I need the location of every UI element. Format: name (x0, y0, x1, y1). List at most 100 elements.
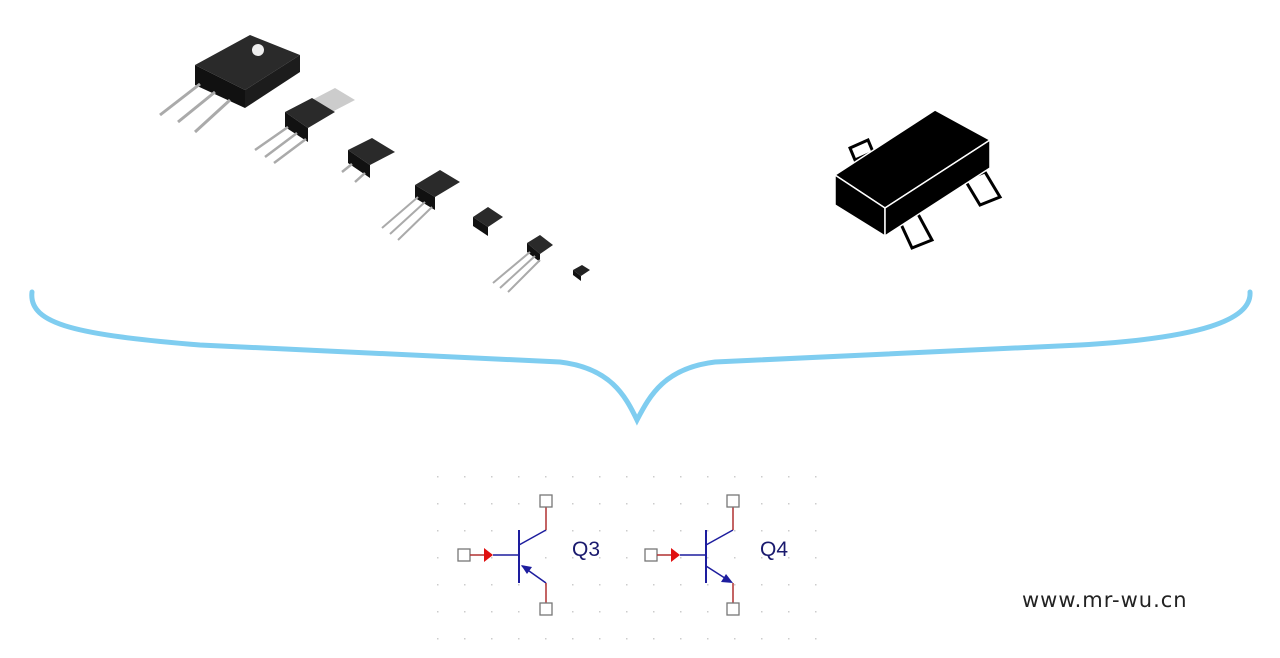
sot23-large-package (833, 109, 1003, 250)
grid-dot (545, 557, 547, 559)
grid-dot (788, 503, 790, 505)
grid-dot (626, 476, 628, 478)
grid-dot (761, 638, 763, 640)
grid-dot (788, 584, 790, 586)
curly-brace (29, 289, 1253, 426)
grid-dot (437, 557, 439, 559)
grid-dot (491, 530, 493, 532)
grid-dot (518, 638, 520, 640)
grid-dot (680, 584, 682, 586)
grid-dot (761, 584, 763, 586)
q3-label: Q3 (572, 538, 600, 561)
grid-dot (464, 503, 466, 505)
grid-dot (653, 530, 655, 532)
grid-dot (815, 476, 817, 478)
grid-dot (464, 584, 466, 586)
grid-dot (761, 503, 763, 505)
grid-dot (518, 584, 520, 586)
grid-dot (680, 557, 682, 559)
grid-dot (626, 503, 628, 505)
to92-package (492, 235, 553, 293)
dpak-package (341, 138, 395, 183)
sot23-small-package (573, 265, 590, 281)
grid-dot (680, 503, 682, 505)
grid-dot (464, 530, 466, 532)
grid-dot (734, 557, 736, 559)
grid-dot (815, 503, 817, 505)
grid-dot (572, 611, 574, 613)
sot89-package (473, 207, 503, 236)
grid-dot (734, 638, 736, 640)
grid-dot (572, 557, 574, 559)
grid-dot (491, 503, 493, 505)
grid-dot (653, 503, 655, 505)
transistor-symbol-q3: Q3 (457, 494, 600, 616)
grid-dot (680, 530, 682, 532)
grid-dot (680, 638, 682, 640)
to247-package (159, 35, 300, 134)
grid-dot (545, 476, 547, 478)
grid-dot (653, 611, 655, 613)
grid-dot (761, 557, 763, 559)
grid-dot (707, 611, 709, 613)
to126-package (381, 170, 460, 241)
grid-dot (626, 611, 628, 613)
grid-dot (599, 638, 601, 640)
grid-dot (437, 476, 439, 478)
grid-dot (599, 611, 601, 613)
grid-dot (761, 476, 763, 478)
grid-dot (464, 476, 466, 478)
grid-dot (437, 611, 439, 613)
grid-dot (437, 638, 439, 640)
grid-dot (518, 476, 520, 478)
grid-dot (626, 638, 628, 640)
grid-dot (653, 476, 655, 478)
grid-dot (815, 584, 817, 586)
grid-dot (599, 584, 601, 586)
grid-dot (626, 557, 628, 559)
grid-dot (707, 476, 709, 478)
grid-dot (653, 584, 655, 586)
grid-dot (437, 530, 439, 532)
grid-dot (707, 530, 709, 532)
grid-dot (572, 584, 574, 586)
grid-dot (734, 476, 736, 478)
grid-dot (572, 638, 574, 640)
grid-dot (437, 584, 439, 586)
grid-dot (599, 503, 601, 505)
watermark: www.mr-wu.cn (1022, 588, 1188, 612)
grid-dot (572, 476, 574, 478)
grid-dot (707, 503, 709, 505)
grid-dot (491, 584, 493, 586)
grid-dot (707, 584, 709, 586)
grid-dot (788, 557, 790, 559)
grid-dot (815, 557, 817, 559)
grid-dot (761, 530, 763, 532)
grid-dot (761, 611, 763, 613)
grid-dot (464, 611, 466, 613)
grid-dot (815, 530, 817, 532)
grid-dot (518, 611, 520, 613)
grid-dot (572, 503, 574, 505)
grid-dot (815, 611, 817, 613)
grid-dot (464, 638, 466, 640)
grid-dot (437, 503, 439, 505)
grid-dot (599, 557, 601, 559)
grid-dot (491, 557, 493, 559)
grid-dot (788, 611, 790, 613)
grid-dot (815, 638, 817, 640)
grid-dot (653, 638, 655, 640)
grid-dot (788, 638, 790, 640)
grid-dot (518, 503, 520, 505)
grid-dot (734, 530, 736, 532)
grid-dot (680, 611, 682, 613)
grid-dot (788, 530, 790, 532)
grid-dot (545, 638, 547, 640)
transistor-symbol-q4: Q4 (644, 494, 788, 616)
grid-dot (734, 584, 736, 586)
grid-dot (680, 476, 682, 478)
grid-dot (707, 557, 709, 559)
grid-dot (599, 476, 601, 478)
grid-dot (491, 476, 493, 478)
